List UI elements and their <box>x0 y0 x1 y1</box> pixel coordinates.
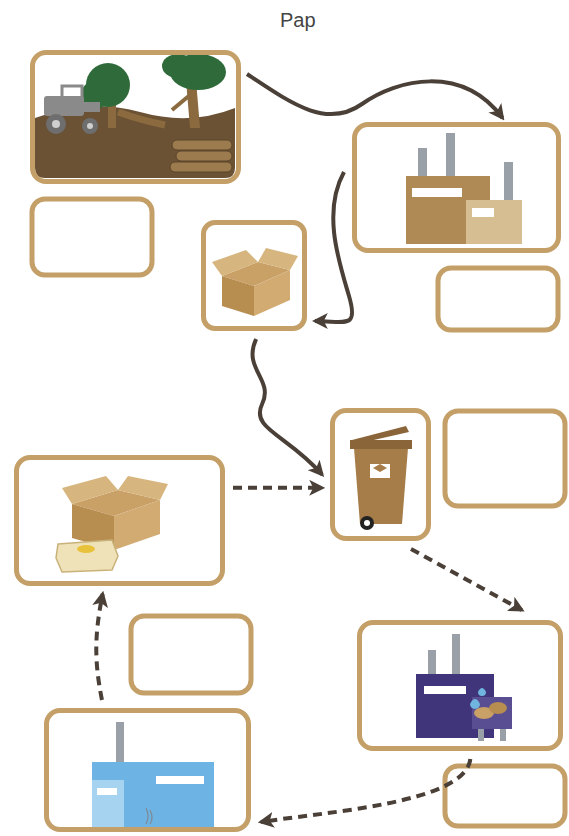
recycling-arrow <box>96 594 102 700</box>
stage-box <box>330 408 431 541</box>
empty-label-box <box>131 616 251 693</box>
stage-box <box>44 708 251 832</box>
stage-box <box>357 620 563 751</box>
recycled-products <box>56 476 168 572</box>
pulping-plant <box>416 634 512 741</box>
empty-label-box <box>32 199 152 275</box>
wheelie-bin <box>350 426 412 530</box>
process-arrow <box>247 74 502 118</box>
cardboard-box <box>212 248 298 316</box>
stage-box <box>14 455 225 586</box>
recycling-arrow <box>411 549 522 610</box>
paper-mill <box>406 133 522 244</box>
recycling-arrow <box>261 759 470 822</box>
forest-scene <box>35 54 235 178</box>
diagram-title: Pap <box>280 9 316 32</box>
process-arrow <box>253 339 322 475</box>
empty-label-box <box>438 268 558 330</box>
process-arrow <box>315 172 352 322</box>
stage-box <box>201 220 307 331</box>
empty-label-box <box>445 411 565 506</box>
recycling-factory <box>92 722 214 832</box>
stage-box <box>30 50 241 184</box>
stage-box <box>352 122 561 253</box>
recycling-arrow <box>233 486 322 490</box>
